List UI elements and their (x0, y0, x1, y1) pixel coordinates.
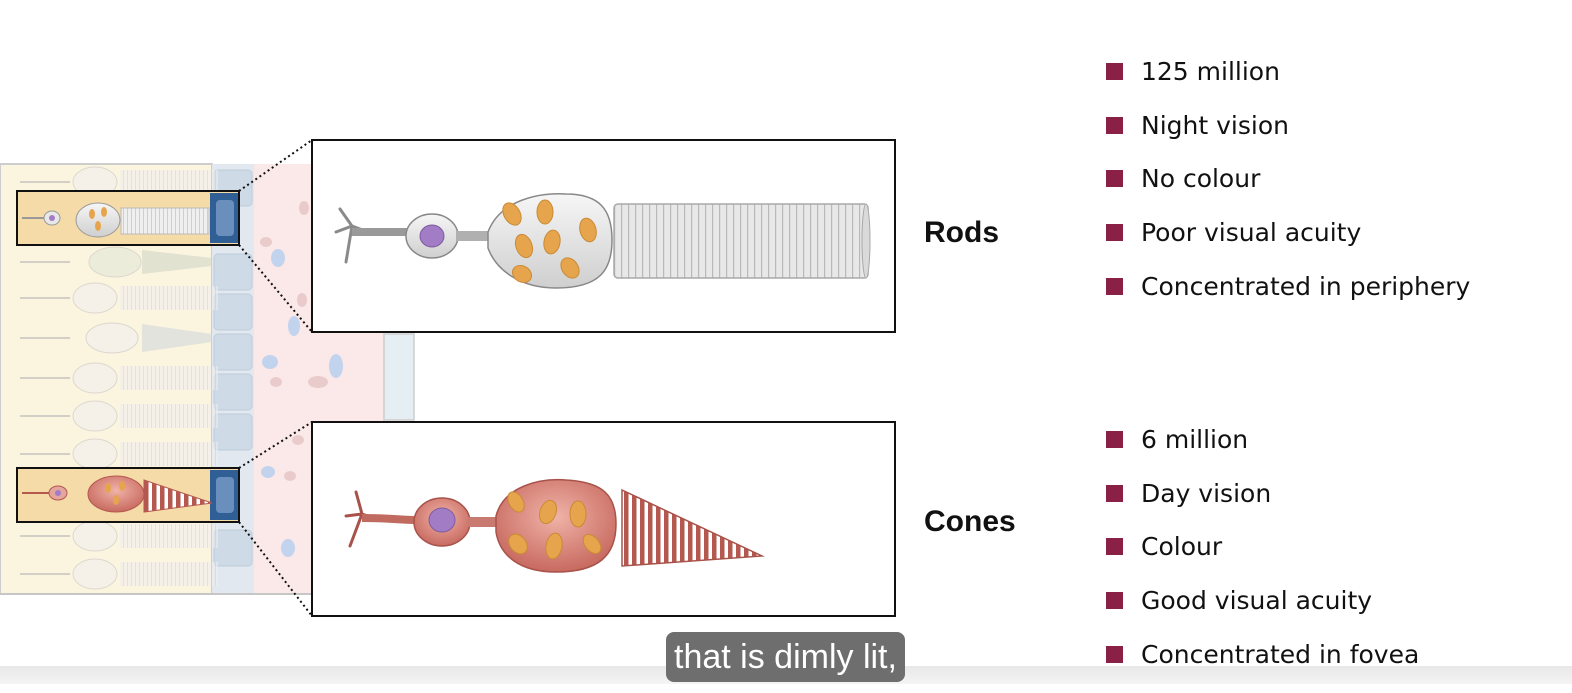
cones-label: Cones (924, 505, 1016, 538)
list-item: Night vision (1106, 111, 1470, 165)
rod-enlarged-panel (311, 139, 896, 333)
bullet-square-icon (1106, 538, 1123, 556)
list-item: Day vision (1106, 479, 1419, 533)
bullet-square-icon (1106, 592, 1123, 610)
list-item: Poor visual acuity (1106, 218, 1470, 272)
bullet-square-icon (1106, 63, 1123, 80)
list-item: 6 million (1106, 425, 1419, 479)
cone-enlarged-panel (311, 421, 896, 617)
list-item: Concentrated in periphery (1106, 272, 1470, 326)
zoom-connectors (238, 139, 313, 617)
cones-facts-list: 6 million Day vision Colour Good visual … (1106, 425, 1419, 693)
cone-highlight-box (16, 467, 240, 523)
list-item: No colour (1106, 164, 1470, 218)
list-item: 125 million (1106, 57, 1470, 111)
bullet-square-icon (1106, 224, 1123, 242)
subtitle-caption: that is dimly lit, (666, 632, 905, 682)
bullet-square-icon (1106, 116, 1123, 134)
bullet-square-icon (1106, 431, 1123, 448)
list-item: Concentrated in fovea (1106, 640, 1419, 693)
rod-highlight-box (16, 190, 240, 246)
list-item: Colour (1106, 532, 1419, 586)
bullet-square-icon (1106, 484, 1123, 502)
list-item: Good visual acuity (1106, 586, 1419, 640)
bullet-square-icon (1106, 645, 1123, 663)
rods-label: Rods (924, 216, 999, 249)
bullet-square-icon (1106, 277, 1123, 295)
bullet-square-icon (1106, 170, 1123, 188)
rods-facts-list: 125 million Night vision No colour Poor … (1106, 57, 1470, 325)
